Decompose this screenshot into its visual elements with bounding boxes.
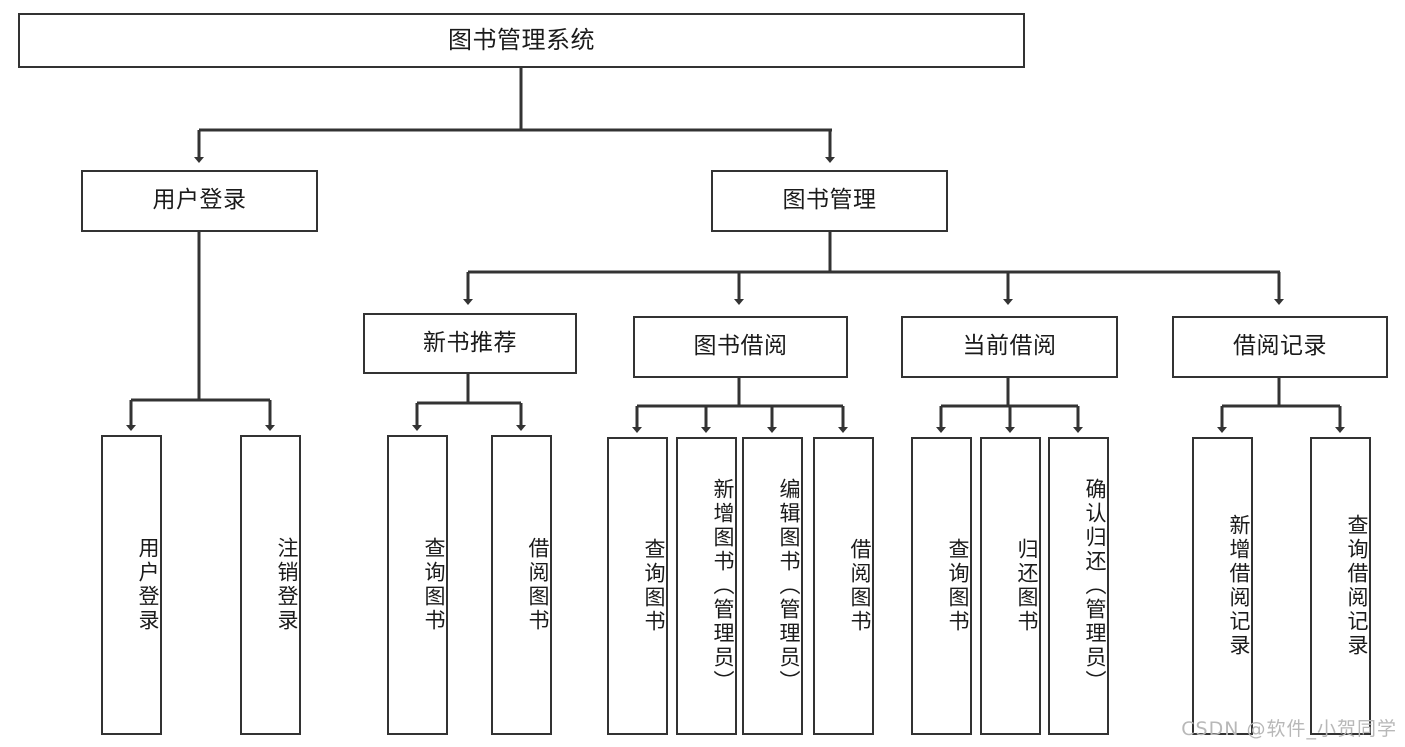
node-current-borrow-label: 当前借阅 xyxy=(962,333,1057,360)
node-borrow-records-label: 借阅记录 xyxy=(1233,333,1327,360)
leaf-bb-add-book-label: 新增图书（管理员） xyxy=(711,478,735,694)
leaf-bb-borrow-book[interactable]: 借阅图书 xyxy=(813,437,874,735)
leaf-user-login-label: 用户登录 xyxy=(136,537,160,633)
leaf-nb-query-book-label: 查询图书 xyxy=(422,537,446,633)
node-current-borrow[interactable]: 当前借阅 xyxy=(901,316,1118,378)
node-root[interactable]: 图书管理系统 xyxy=(18,13,1025,68)
leaf-cb-confirm-return-label: 确认归还（管理员） xyxy=(1083,478,1107,694)
leaf-bb-query-book[interactable]: 查询图书 xyxy=(607,437,668,735)
leaf-bb-add-book[interactable]: 新增图书（管理员） xyxy=(676,437,737,735)
node-borrow-records[interactable]: 借阅记录 xyxy=(1172,316,1388,378)
node-book-borrow[interactable]: 图书借阅 xyxy=(633,316,848,378)
node-user-login[interactable]: 用户登录 xyxy=(81,170,318,232)
leaf-bb-edit-book[interactable]: 编辑图书（管理员） xyxy=(742,437,803,735)
leaf-cb-return-book[interactable]: 归还图书 xyxy=(980,437,1041,735)
node-user-login-label: 用户登录 xyxy=(152,187,247,214)
leaf-bb-query-book-label: 查询图书 xyxy=(642,538,666,634)
leaf-nb-borrow-book-label: 借阅图书 xyxy=(526,537,550,633)
leaf-br-add-record-label: 新增借阅记录 xyxy=(1227,514,1251,658)
node-root-label: 图书管理系统 xyxy=(448,26,595,55)
node-new-book-recommend-label: 新书推荐 xyxy=(423,329,517,356)
leaf-cb-return-book-label: 归还图书 xyxy=(1015,538,1039,634)
leaf-cb-query-book[interactable]: 查询图书 xyxy=(911,437,972,735)
node-book-management[interactable]: 图书管理 xyxy=(711,170,948,232)
leaf-logout-label: 注销登录 xyxy=(275,537,299,633)
node-book-borrow-label: 图书借阅 xyxy=(693,333,788,360)
leaf-br-query-record-label: 查询借阅记录 xyxy=(1345,514,1369,658)
leaf-cb-query-book-label: 查询图书 xyxy=(946,538,970,634)
leaf-user-login[interactable]: 用户登录 xyxy=(101,435,162,735)
leaf-cb-confirm-return[interactable]: 确认归还（管理员） xyxy=(1048,437,1109,735)
leaf-bb-edit-book-label: 编辑图书（管理员） xyxy=(777,478,801,694)
node-new-book-recommend[interactable]: 新书推荐 xyxy=(363,313,577,374)
leaf-nb-borrow-book[interactable]: 借阅图书 xyxy=(491,435,552,735)
node-book-management-label: 图书管理 xyxy=(782,187,877,214)
leaf-nb-query-book[interactable]: 查询图书 xyxy=(387,435,448,735)
leaf-br-query-record[interactable]: 查询借阅记录 xyxy=(1310,437,1371,735)
leaf-logout[interactable]: 注销登录 xyxy=(240,435,301,735)
leaf-br-add-record[interactable]: 新增借阅记录 xyxy=(1192,437,1253,735)
watermark: CSDN @软件_小贺同学 xyxy=(1181,718,1397,740)
leaf-bb-borrow-book-label: 借阅图书 xyxy=(848,538,872,634)
